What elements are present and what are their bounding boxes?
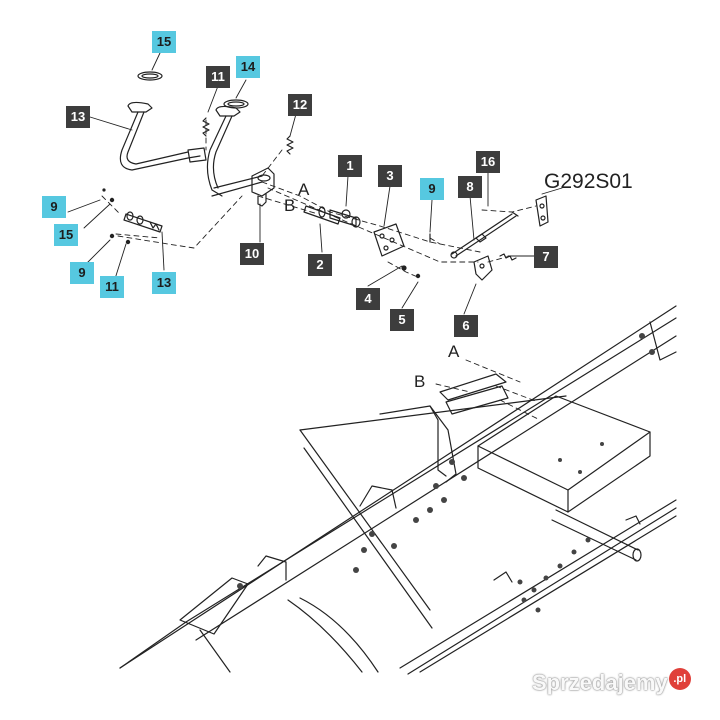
pin-2 — [303, 205, 341, 225]
bracket-g292s01 — [535, 195, 549, 227]
callout-14: 13 — [152, 272, 176, 294]
callout-7: 7 — [534, 246, 558, 268]
callout-8: 8 — [458, 176, 482, 198]
callout-11b: 12 — [288, 94, 312, 116]
bracket-a — [439, 373, 507, 401]
clevis-6 — [473, 255, 493, 281]
callout-9c: 9 — [70, 262, 94, 284]
cross-member — [477, 395, 651, 491]
spring-11a — [202, 117, 210, 137]
watermark: Sprzedajemy.pl — [532, 668, 691, 696]
part-code-label: G292S01 — [544, 170, 633, 193]
callout-10: 10 — [240, 243, 264, 265]
nut-4 — [401, 265, 407, 271]
callout-9a: 9 — [420, 178, 444, 200]
callout-1: 1 — [338, 155, 362, 177]
plate-3 — [373, 223, 405, 257]
callout-9b: 9 — [42, 196, 66, 218]
label-a-frame: A — [448, 342, 460, 361]
pin-1 — [329, 209, 357, 227]
callout-2: 2 — [308, 254, 332, 276]
callout-6: 6 — [454, 315, 478, 337]
callout-15a: 15 — [54, 224, 78, 246]
label-b-frame: B — [414, 372, 426, 391]
spring-11b — [286, 135, 294, 155]
callout-16: 16 — [476, 151, 500, 173]
callout-12: 13 — [66, 106, 90, 128]
callout-15b: 11 — [100, 276, 124, 298]
pedal-12 — [127, 101, 153, 113]
o-ring-13a — [137, 71, 163, 81]
washer-5 — [415, 273, 421, 279]
label-a-top: A — [298, 180, 310, 199]
callout-4: 4 — [356, 288, 380, 310]
callout-5: 5 — [390, 309, 414, 331]
callout-11a: 11 — [206, 66, 230, 88]
shaft-14 — [123, 213, 163, 233]
callout-13b: 14 — [236, 56, 260, 78]
callout-13a: 15 — [152, 31, 176, 53]
callout-3: 3 — [378, 165, 402, 187]
label-b-top: B — [284, 196, 296, 215]
watermark-suffix: .pl — [668, 668, 691, 690]
pivot-10 — [251, 167, 275, 197]
watermark-brand: Sprzedajemy — [532, 670, 668, 695]
spring-7 — [499, 253, 517, 261]
